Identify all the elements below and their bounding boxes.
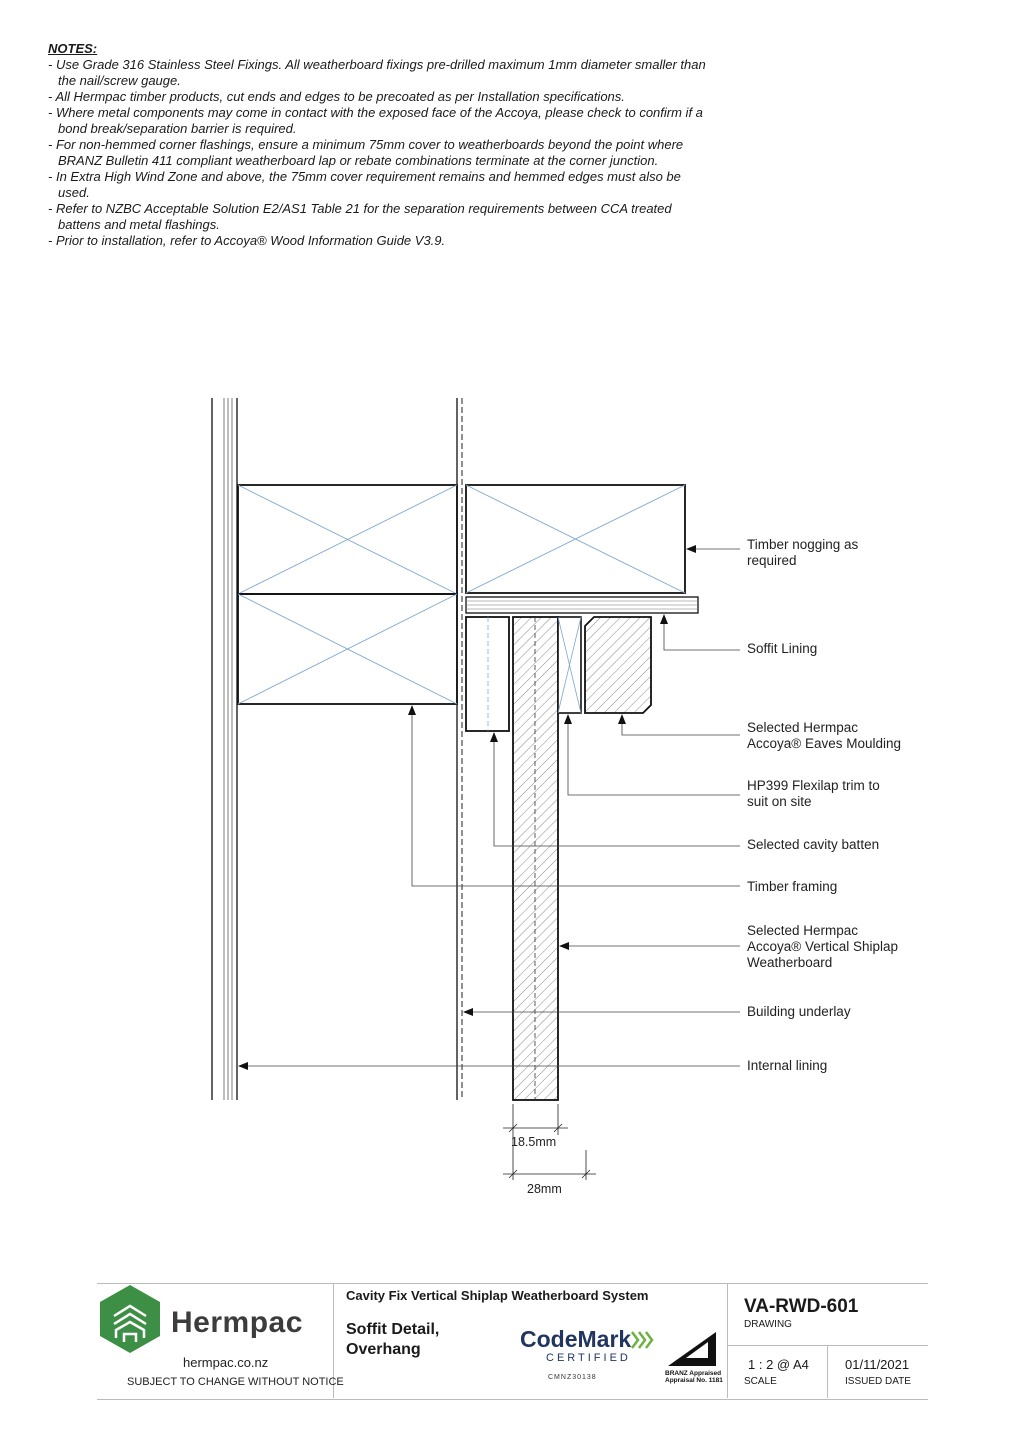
drawing-code: VA-RWD-601 — [744, 1296, 859, 1317]
note-item: Prior to installation, refer to Accoya® … — [48, 233, 708, 249]
detail-title: Soffit Detail, Overhang — [346, 1321, 440, 1358]
note-item: Refer to NZBC Acceptable Solution E2/AS1… — [48, 201, 708, 233]
label-weatherboard: Selected Hermpac Accoya® Vertical Shipla… — [747, 923, 899, 970]
label-soffit-lining: Soffit Lining — [747, 641, 818, 656]
issued-date-label: ISSUED DATE — [845, 1376, 911, 1387]
hermpac-logo-icon — [100, 1285, 160, 1353]
dimension-18-5mm: 18.5mm — [511, 1135, 557, 1149]
scale-value: 1 : 2 @ A4 — [748, 1357, 809, 1372]
note-item: Where metal components may come in conta… — [48, 105, 708, 137]
drawing-label: DRAWING — [744, 1319, 792, 1330]
dimension-28mm: 28mm — [527, 1182, 562, 1196]
label-cavity-batten: Selected cavity batten — [747, 837, 880, 852]
codemark-number: CMNZ30138 — [548, 1374, 597, 1381]
vertical-weatherboard — [512, 616, 559, 1101]
scale-label: SCALE — [744, 1376, 777, 1387]
brand-name: Hermpac — [171, 1306, 303, 1339]
note-item: In Extra High Wind Zone and above, the 7… — [48, 169, 708, 201]
system-title: Cavity Fix Vertical Shiplap Weatherboard… — [346, 1288, 649, 1303]
codemark-certified: CERTIFIED — [546, 1352, 631, 1364]
note-item: For non-hemmed corner flashings, ensure … — [48, 137, 708, 169]
title-block-divider — [727, 1345, 928, 1346]
label-timber-nogging: Timber nogging as required — [747, 537, 859, 568]
timber-nogging — [465, 484, 686, 594]
cavity-batten — [465, 616, 510, 732]
notes-block: NOTES: Use Grade 316 Stainless Steel Fix… — [48, 41, 708, 249]
title-block-divider — [827, 1345, 828, 1398]
title-block-divider — [333, 1283, 334, 1398]
note-item: All Hermpac timber products, cut ends an… — [48, 89, 708, 105]
branz-appraised-text: BRANZ Appraised Appraisal No. 1181 — [665, 1370, 723, 1384]
codemark-logo: CodeMark — [520, 1326, 632, 1352]
label-timber-framing: Timber framing — [747, 879, 838, 894]
issued-date: 01/11/2021 — [845, 1357, 910, 1372]
notes-title: NOTES: — [48, 41, 98, 56]
timber-framing — [237, 484, 458, 705]
note-item: Use Grade 316 Stainless Steel Fixings. A… — [48, 57, 708, 89]
leader-lines — [238, 545, 740, 1070]
soffit-lining — [465, 596, 699, 614]
title-block — [97, 1283, 928, 1400]
flexilap-trim — [557, 616, 582, 714]
title-block-divider — [727, 1283, 728, 1398]
codemark-arrows-icon — [631, 1331, 654, 1349]
dimension-lines — [503, 1104, 596, 1180]
brand-notice: SUBJECT TO CHANGE WITHOUT NOTICE — [127, 1376, 344, 1388]
label-building-underlay: Building underlay — [747, 1004, 851, 1019]
eaves-moulding — [584, 616, 652, 714]
branz-logo-icon — [668, 1332, 716, 1366]
internal-lining — [211, 398, 238, 1100]
brand-url: hermpac.co.nz — [183, 1355, 269, 1370]
label-flexilap-trim: HP399 Flexilap trim to suit on site — [747, 778, 880, 809]
label-eaves-moulding: Selected Hermpac Accoya® Eaves Moulding — [747, 720, 902, 751]
label-internal-lining: Internal lining — [747, 1058, 828, 1073]
